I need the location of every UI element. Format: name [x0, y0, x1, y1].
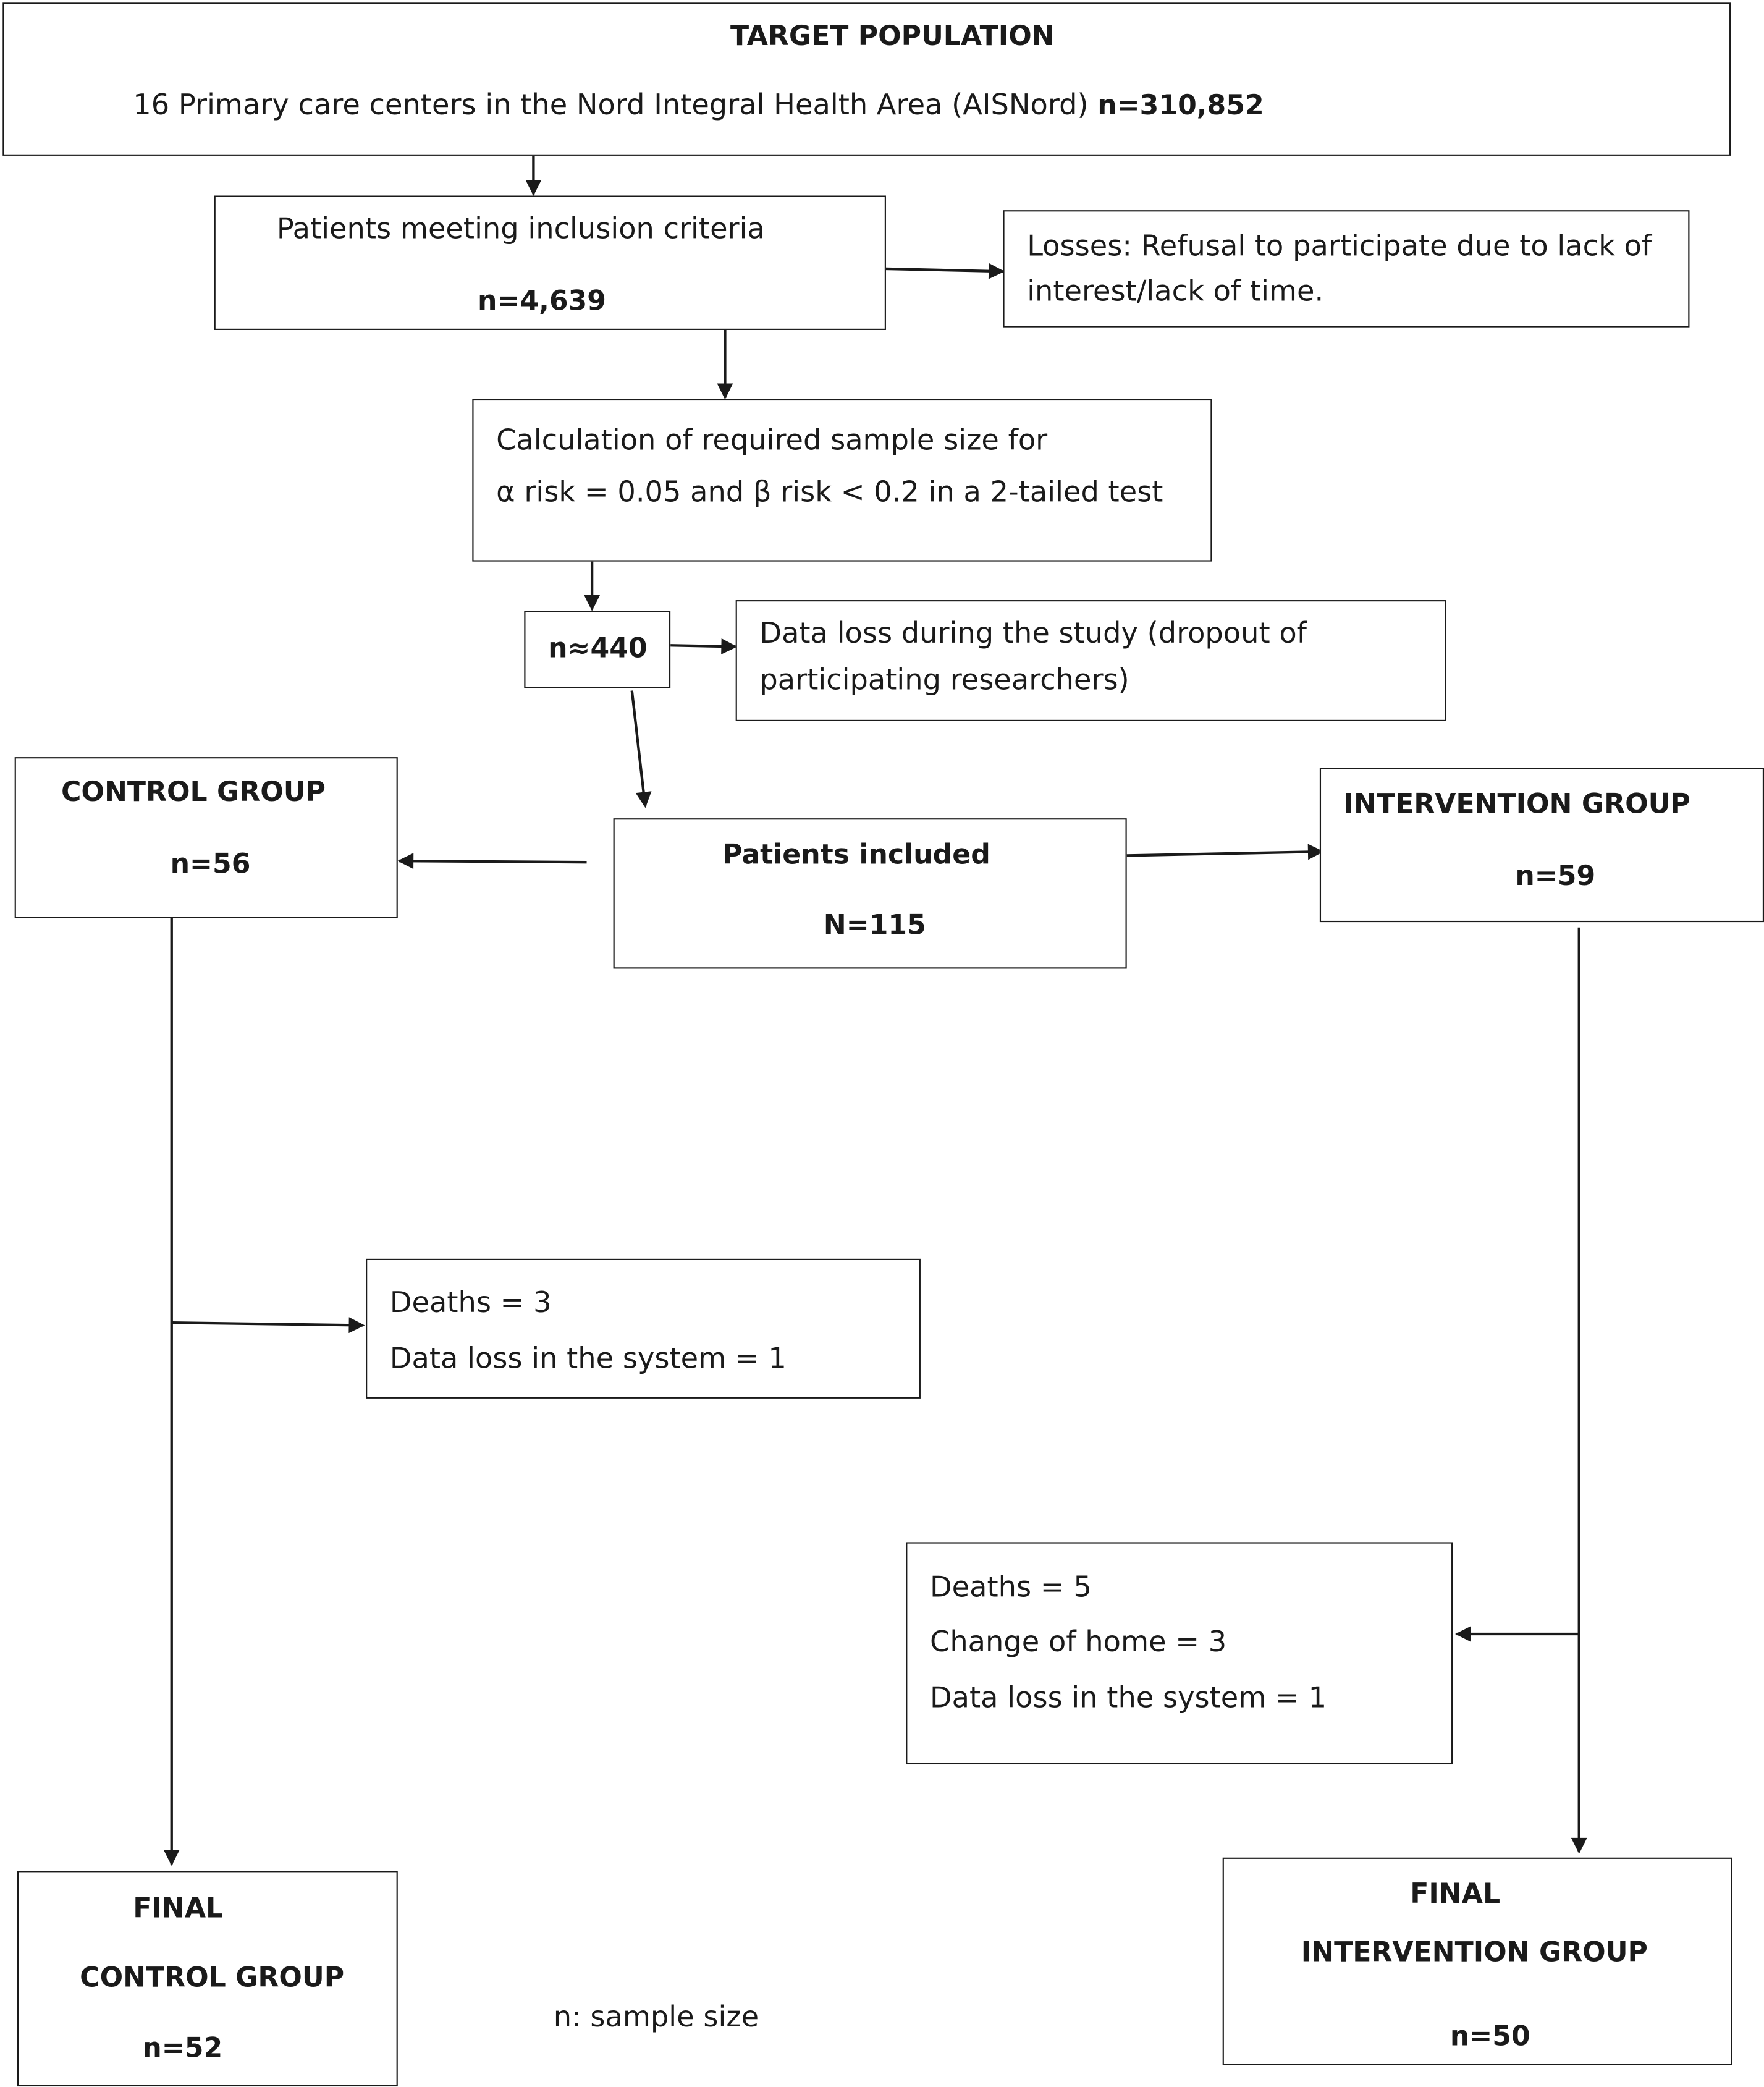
- target-population-title: TARGET POPULATION: [730, 20, 1055, 52]
- control-losses-line-1: Deaths = 3: [389, 1287, 552, 1320]
- intervention-losses-line-3: Data loss in the system = 1: [930, 1682, 1327, 1716]
- arrow-required-to-data-loss: [670, 638, 738, 654]
- intervention-losses-box: Deaths = 5 Change of home = 3 Data loss …: [906, 1542, 1453, 1765]
- required-sample-box: n≈440: [524, 611, 671, 688]
- control-losses-box: Deaths = 3 Data loss in the system = 1: [366, 1258, 921, 1399]
- arrow-included-to-intervention: [1126, 844, 1324, 860]
- losses-line-1: Losses: Refusal to participate due to la…: [1027, 230, 1652, 264]
- sample-size-box: Calculation of required sample size for …: [472, 399, 1212, 562]
- control-group-box: CONTROL GROUP n=56: [14, 757, 398, 918]
- footnote: n: sample size: [553, 2001, 759, 2035]
- control-group-title: CONTROL GROUP: [61, 776, 326, 808]
- intervention-group-count: n=59: [1515, 859, 1596, 892]
- control-group-count: n=56: [170, 847, 251, 880]
- inclusion-criteria-box: Patients meeting inclusion criteria n=4,…: [214, 195, 886, 330]
- intervention-losses-line-1: Deaths = 5: [930, 1571, 1092, 1605]
- target-population-line: 16 Primary care centers in the Nord Inte…: [133, 89, 1264, 123]
- arrow-included-to-control: [397, 853, 587, 870]
- sample-size-line-2: α risk = 0.05 and β risk < 0.2 in a 2-ta…: [496, 476, 1163, 510]
- final-control-title: CONTROL GROUP: [80, 1961, 345, 1994]
- intervention-losses-line-2: Change of home = 3: [930, 1626, 1227, 1659]
- data-loss-line-1: Data loss during the study (dropout of: [759, 617, 1307, 651]
- target-population-count: n=310,852: [1097, 89, 1264, 121]
- final-intervention-count: n=50: [1450, 2020, 1530, 2052]
- final-control-count: n=52: [142, 2031, 223, 2064]
- inclusion-criteria-count: n=4,639: [477, 284, 607, 317]
- sample-size-line-1: Calculation of required sample size for: [496, 424, 1048, 458]
- intervention-group-box: INTERVENTION GROUP n=59: [1319, 768, 1764, 923]
- final-intervention-label: FINAL: [1410, 1877, 1501, 1910]
- patients-included-box: Patients included N=115: [613, 818, 1127, 969]
- inclusion-criteria-label: Patients meeting inclusion criteria: [276, 213, 765, 247]
- losses-box: Losses: Refusal to participate due to la…: [1003, 210, 1690, 328]
- intervention-group-title: INTERVENTION GROUP: [1343, 787, 1690, 820]
- control-losses-line-2: Data loss in the system = 1: [389, 1342, 787, 1376]
- target-population-description: 16 Primary care centers in the Nord Inte…: [133, 89, 1098, 123]
- losses-line-2: interest/lack of time.: [1027, 275, 1324, 309]
- patients-included-count: N=115: [823, 908, 926, 941]
- data-loss-line-2: participating researchers): [759, 664, 1129, 698]
- final-control-label: FINAL: [133, 1892, 224, 1924]
- patients-included-title: Patients included: [722, 838, 990, 871]
- arrow-required-to-included: [630, 690, 652, 808]
- data-loss-box: Data loss during the study (dropout of p…: [735, 600, 1446, 721]
- arrow-inclusion-to-losses: [885, 263, 1005, 279]
- final-intervention-title: INTERVENTION GROUP: [1301, 1936, 1648, 1968]
- final-control-group-box: FINAL CONTROL GROUP n=52: [17, 1871, 398, 2087]
- required-sample-count: n≈440: [548, 632, 648, 664]
- arrow-control-to-losses: [171, 1317, 365, 1334]
- target-population-box: TARGET POPULATION 16 Primary care center…: [2, 2, 1731, 156]
- final-intervention-group-box: FINAL INTERVENTION GROUP n=50: [1222, 1857, 1732, 2065]
